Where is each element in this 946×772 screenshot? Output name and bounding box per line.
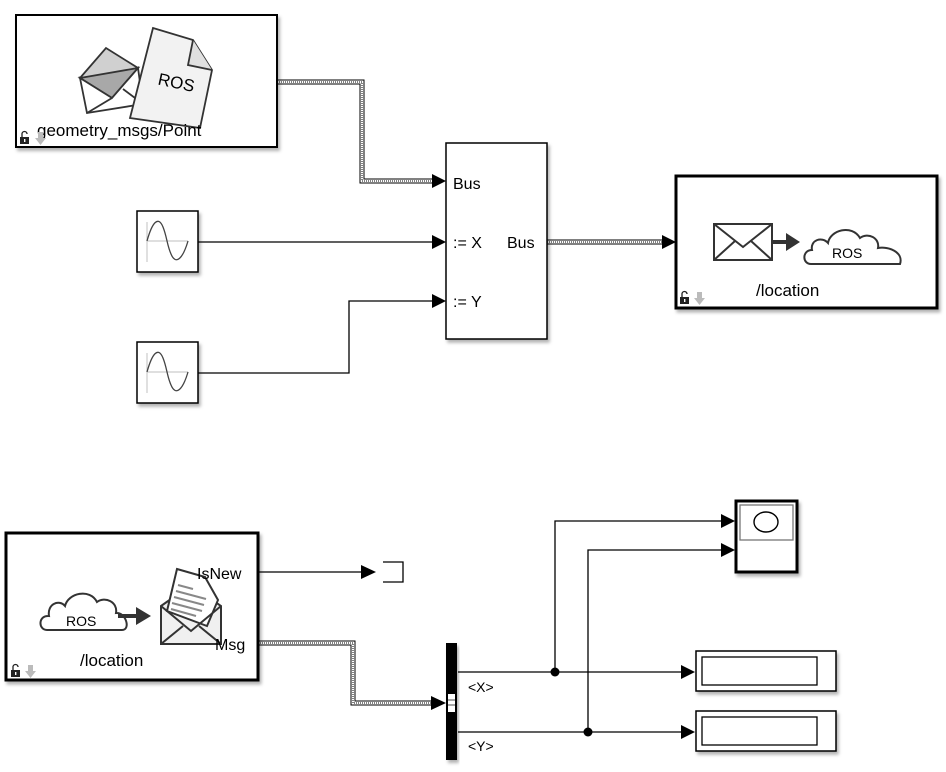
terminator-block[interactable] (383, 561, 404, 583)
xy-graph-icon (739, 504, 794, 541)
display-block-x[interactable] (695, 650, 837, 692)
bus-assignment-block[interactable]: Bus := X := Y Bus (445, 142, 548, 340)
input-port-label-y: := Y (453, 294, 482, 311)
signal-line-sine2-to-y[interactable] (198, 294, 446, 374)
bus-line-blank-to-assign[interactable] (277, 79, 446, 188)
branch-point (550, 667, 560, 677)
library-link-arrow-icon (35, 132, 46, 145)
block-label: /location (756, 281, 819, 300)
bus-selector-block[interactable]: <X> <Y> (446, 643, 494, 760)
output-port-label-x: <X> (468, 679, 494, 695)
branch-point (583, 727, 593, 737)
display-value-field (701, 716, 818, 746)
bus-input-marker (448, 694, 455, 712)
block-label: geometry_msgs/Point (37, 121, 202, 140)
signal-line-x[interactable] (458, 514, 735, 679)
publish-block[interactable]: ROS /location (674, 174, 939, 310)
svg-text:ROS: ROS (832, 245, 862, 261)
output-port-label-isnew: IsNew (197, 566, 242, 583)
arrowhead-icon (681, 725, 695, 739)
sine-wave-block-2[interactable] (136, 341, 199, 404)
sine-wave-icon (146, 351, 189, 393)
output-port-label-bus: Bus (507, 235, 535, 252)
sine-wave-block-1[interactable] (136, 210, 199, 273)
svg-text:ROS: ROS (66, 613, 96, 629)
signal-line-sine1-to-x[interactable] (198, 235, 446, 249)
lock-icon (680, 290, 689, 304)
lock-icon (11, 663, 20, 677)
block-label: /location (80, 651, 143, 670)
subscribe-block[interactable]: ROS IsNew Msg /location (4, 531, 260, 682)
bus-line-assign-to-publish[interactable] (547, 235, 676, 249)
ros-message-document-icon: ROS (77, 26, 213, 130)
library-link-arrow-icon (694, 292, 705, 305)
arrowhead-icon (432, 235, 446, 249)
library-link-arrow-icon (25, 665, 36, 678)
input-port-label-bus: Bus (453, 176, 481, 193)
arrowhead-icon (721, 543, 735, 557)
arrowhead-icon (361, 565, 376, 579)
output-port-label-y: <Y> (468, 738, 494, 754)
terminator-icon (383, 561, 404, 583)
signal-line-isnew-to-terminator[interactable] (258, 565, 376, 579)
blank-message-block[interactable]: ROS geometry_msgs/Point (15, 14, 278, 148)
cloud-to-envelope-icon: ROS (39, 567, 222, 645)
output-port-label-msg: Msg (215, 637, 245, 654)
arrowhead-icon (431, 696, 446, 710)
arrowhead-icon (432, 174, 446, 188)
publish-envelope-to-cloud-icon: ROS (713, 223, 902, 265)
arrowhead-icon (662, 235, 676, 249)
signal-line-y[interactable] (458, 543, 735, 739)
input-port-label-x: := X (453, 235, 482, 252)
bus-line-msg-to-selector[interactable] (258, 640, 446, 710)
display-value-field (701, 656, 818, 686)
arrowhead-icon (432, 294, 446, 308)
lock-icon (20, 130, 29, 144)
arrowhead-icon (721, 514, 735, 528)
sine-wave-icon (146, 220, 189, 262)
display-block-y[interactable] (695, 710, 837, 752)
arrowhead-icon (681, 665, 695, 679)
xy-graph-block[interactable] (734, 499, 799, 574)
